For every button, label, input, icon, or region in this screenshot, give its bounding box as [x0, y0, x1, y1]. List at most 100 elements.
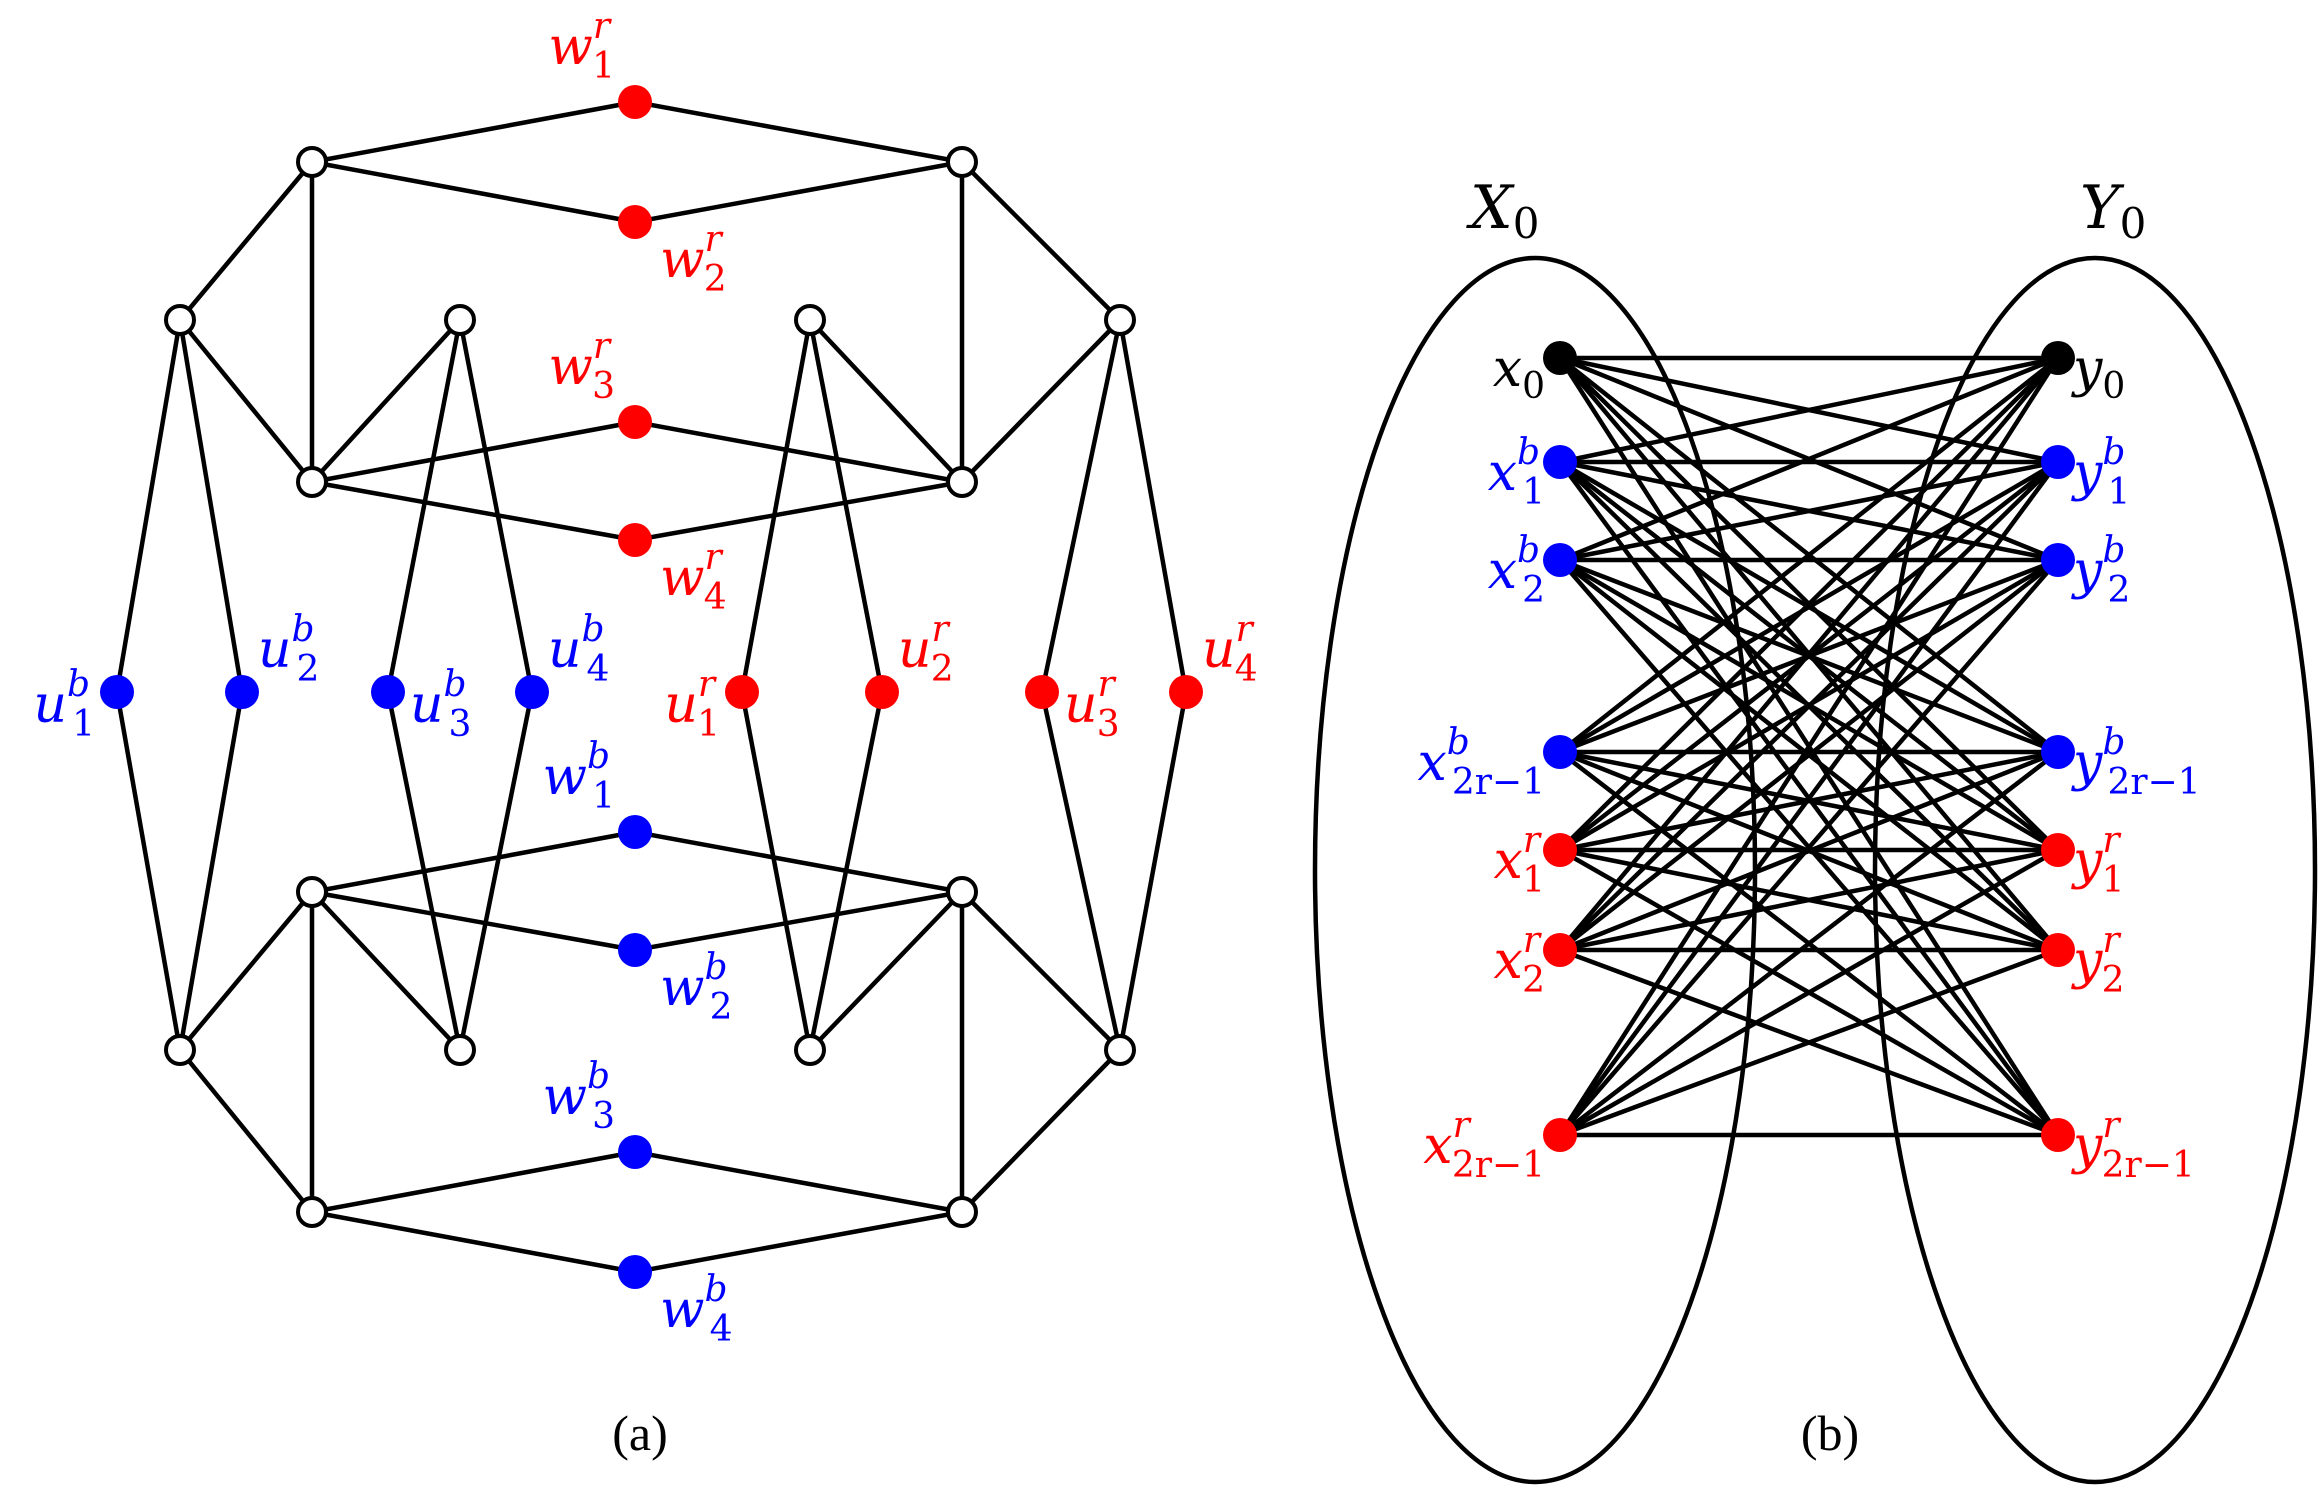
edge [1559, 355, 2059, 563]
node-dot [618, 1255, 652, 1289]
edge [960, 890, 1122, 1052]
edge [960, 160, 1122, 322]
edge [960, 318, 1122, 484]
edge [634, 99, 963, 165]
edge [960, 1048, 1122, 1214]
edge [634, 419, 963, 485]
node-dot [296, 146, 328, 178]
node-dot [1104, 1034, 1136, 1066]
node-o1 [296, 146, 328, 178]
panel-b-edges [1558, 355, 2060, 1138]
edge [1558, 356, 2060, 952]
edge [807, 691, 885, 1051]
edge [1559, 749, 2059, 953]
node-dot [296, 466, 328, 498]
edge [178, 1048, 314, 1214]
node-o8 [946, 466, 978, 498]
edge [311, 889, 636, 953]
node-dot [1543, 933, 1577, 967]
edge [1559, 847, 2059, 953]
node-label: x0 [1493, 339, 1545, 407]
node-dot [444, 1034, 476, 1066]
panel-a-edges [114, 99, 1189, 1275]
edge [457, 319, 535, 693]
node-dot [100, 675, 134, 709]
node-dot [618, 523, 652, 557]
caption-a: (a) [612, 1405, 668, 1461]
node-label: y0 [2071, 339, 2125, 407]
edge [1558, 460, 2060, 1137]
node-dot [2041, 1118, 2075, 1152]
node-dot [1025, 675, 1059, 709]
edge [1117, 319, 1189, 693]
edge [739, 319, 813, 693]
edge [1559, 355, 2059, 465]
edge [1117, 691, 1189, 1051]
edge [178, 160, 314, 322]
node-o4 [444, 304, 476, 336]
node-dot [1543, 833, 1577, 867]
edge [634, 479, 963, 543]
node-dot [618, 933, 652, 967]
node-dot [2041, 833, 2075, 867]
node-dot [865, 675, 899, 709]
node-dot [164, 304, 196, 336]
node-dot [946, 876, 978, 908]
edge [178, 890, 314, 1052]
caption-b: (b) [1801, 1405, 1859, 1461]
edge [1039, 319, 1123, 693]
edge [310, 318, 462, 484]
node-o11 [164, 1034, 196, 1066]
node-dot [1543, 543, 1577, 577]
node-o10 [946, 876, 978, 908]
node-dot [946, 146, 978, 178]
edge [177, 319, 245, 693]
node-dot [371, 675, 405, 709]
node-dot [2041, 341, 2075, 375]
node-o9 [296, 876, 328, 908]
edge [1558, 558, 2060, 1137]
edge [385, 691, 463, 1051]
node-dot [618, 815, 652, 849]
edge [807, 319, 885, 693]
node-o14 [1104, 1034, 1136, 1066]
edge [1039, 691, 1123, 1051]
node-dot [1169, 675, 1203, 709]
node-dot [1543, 341, 1577, 375]
node-dot [1543, 445, 1577, 479]
edge [311, 159, 636, 225]
